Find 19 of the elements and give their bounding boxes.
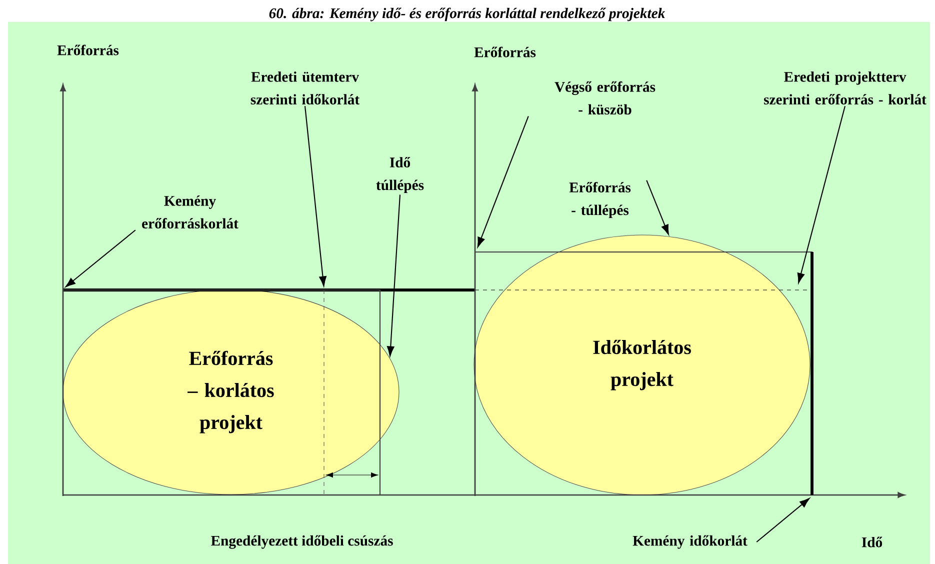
leader-arrow — [386, 194, 401, 356]
axis-label: Erőforrás — [57, 44, 119, 56]
caption-label: Engedélyezett időbeli csúszás — [211, 535, 393, 549]
axis-label: Erőforrás — [474, 46, 536, 58]
callout-text: Eredeti ütemterv szerinti időkorlát — [250, 72, 360, 104]
leader-arrow — [477, 116, 529, 248]
figure-title: 60. ábra: Kemény idő- és erőforrás korláttal rendelkező projektek — [269, 8, 666, 22]
leader-arrow — [65, 230, 136, 288]
callout-text: Kemény időkorlát — [632, 535, 748, 549]
callout-text: Eredeti projektterv szerinti erőforrás - korlát — [764, 72, 926, 104]
callout-text: Erőforrás - túllépés — [569, 182, 631, 218]
leader-arrow — [304, 106, 326, 286]
callout-text: Végső erőforrás - küszöb — [554, 81, 656, 115]
leader-arrow — [797, 106, 846, 284]
leader-arrow — [646, 180, 669, 235]
leader-arrow — [756, 498, 810, 542]
axis-label: Idő — [862, 536, 882, 548]
callout-text: Idő túllépés — [376, 156, 424, 194]
callout-text: Kemény erőforráskorlát — [142, 196, 238, 228]
